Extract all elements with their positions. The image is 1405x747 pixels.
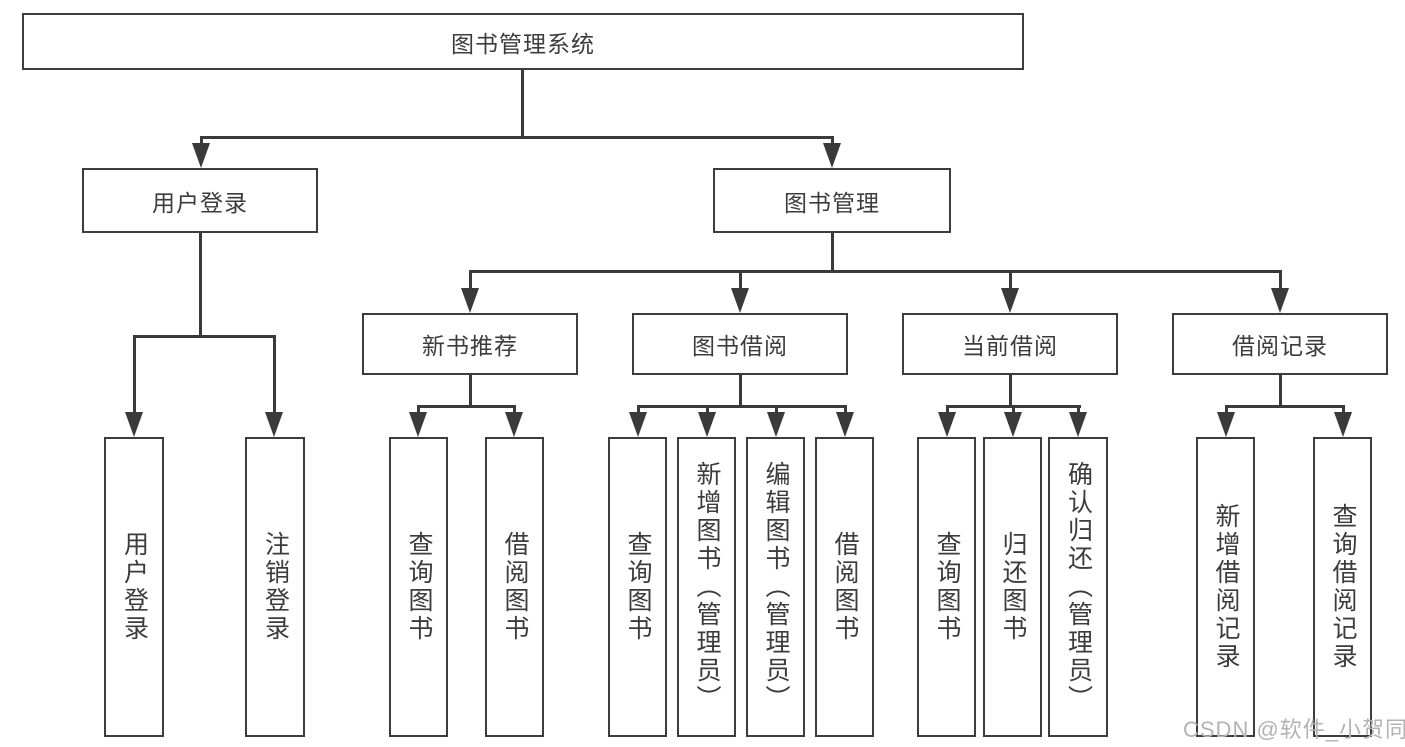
node-user-login: 用户登录 <box>82 168 318 233</box>
connector-line <box>1009 375 1012 408</box>
node-root-library-system: 图书管理系统 <box>22 13 1024 70</box>
node-book-management: 图书管理 <box>713 168 951 233</box>
arrow-head <box>767 412 785 437</box>
arrow-head <box>409 412 427 437</box>
leaf-bb-query-books: 查询图书 <box>608 437 667 737</box>
connector-line <box>1012 405 1015 415</box>
connector-line <box>521 70 524 138</box>
connector-line <box>469 375 472 408</box>
connector-line <box>513 405 516 415</box>
arrow-head <box>823 143 841 168</box>
connector-line <box>706 405 709 415</box>
connector-line <box>1077 405 1080 415</box>
leaf-cb-query-books: 查询图书 <box>917 437 976 737</box>
connector-line <box>637 405 847 408</box>
connector-line <box>200 136 203 148</box>
leaf-user-login: 用户登录 <box>104 437 164 737</box>
leaf-nb-borrow-books: 借阅图书 <box>485 437 544 737</box>
leaf-cb-return-books: 归还图书 <box>983 437 1042 737</box>
arrow-head <box>731 288 749 313</box>
node-new-book-recommend: 新书推荐 <box>362 313 578 375</box>
connector-line <box>199 233 202 337</box>
connector-line <box>1225 405 1228 415</box>
arrow-head <box>938 412 956 437</box>
arrow-head <box>265 412 283 437</box>
leaf-cb-confirm-return-admin: 确认归还（管理员） <box>1048 437 1108 737</box>
connector-line <box>739 375 742 408</box>
connector-line <box>1009 270 1012 290</box>
arrow-head <box>192 143 210 168</box>
node-current-borrowing: 当前借阅 <box>902 313 1118 375</box>
arrow-head <box>1271 288 1289 313</box>
connector-line <box>1279 375 1282 408</box>
connector-line <box>133 335 136 415</box>
connector-line <box>200 136 834 139</box>
arrow-head <box>505 412 523 437</box>
arrow-head <box>1001 288 1019 313</box>
arrow-head <box>1334 412 1352 437</box>
connector-line <box>1225 405 1345 408</box>
csdn-watermark: CSDN @软件_小贺同学 <box>1183 717 1405 742</box>
connector-line <box>775 405 778 415</box>
leaf-bb-borrow-books: 借阅图书 <box>815 437 874 737</box>
leaf-nb-query-books: 查询图书 <box>389 437 448 737</box>
connector-line <box>469 270 1282 273</box>
arrow-head <box>1217 412 1235 437</box>
arrow-head <box>461 288 479 313</box>
connector-line <box>831 233 834 273</box>
arrow-head <box>629 412 647 437</box>
connector-line <box>844 405 847 415</box>
arrow-head <box>1004 412 1022 437</box>
leaf-bb-add-books-admin: 新增图书（管理员） <box>677 437 736 737</box>
connector-line <box>1279 270 1282 290</box>
arrow-head <box>836 412 854 437</box>
node-borrowing-records: 借阅记录 <box>1172 313 1388 375</box>
connector-line <box>946 405 949 415</box>
connector-line <box>831 136 834 148</box>
leaf-logout: 注销登录 <box>245 437 305 737</box>
connector-line <box>133 335 276 338</box>
leaf-br-query-record: 查询借阅记录 <box>1313 437 1372 737</box>
connector-line <box>417 405 420 415</box>
connector-line <box>637 405 640 415</box>
connector-line <box>1342 405 1345 415</box>
arrow-head <box>1069 412 1087 437</box>
connector-line <box>273 335 276 415</box>
connector-line <box>469 270 472 290</box>
connector-line <box>417 405 516 408</box>
node-book-borrowing: 图书借阅 <box>632 313 848 375</box>
connector-line <box>739 270 742 290</box>
arrow-head <box>125 412 143 437</box>
leaf-br-add-record: 新增借阅记录 <box>1196 437 1255 737</box>
leaf-bb-edit-books-admin: 编辑图书（管理员） <box>746 437 805 737</box>
arrow-head <box>698 412 716 437</box>
